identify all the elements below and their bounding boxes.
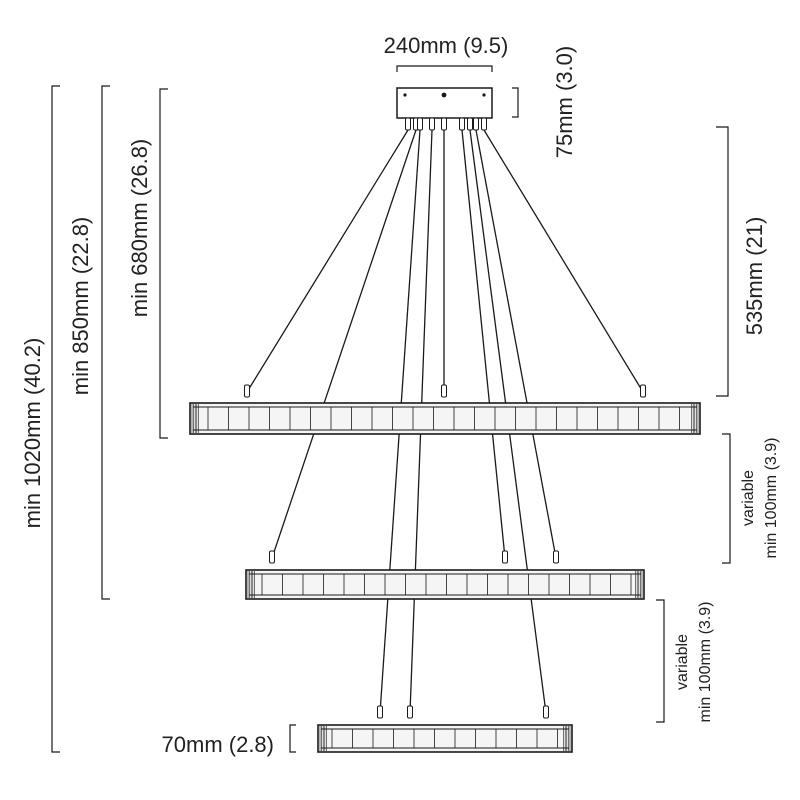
cable-gripper bbox=[405, 117, 411, 131]
dim-min-bottom-ring bbox=[51, 85, 60, 753]
cable-gripper bbox=[459, 117, 465, 131]
cable-clamp bbox=[377, 705, 383, 719]
dim-gap-middle-bottom bbox=[656, 599, 665, 723]
cable-gripper bbox=[467, 117, 473, 131]
cable-clamp bbox=[441, 384, 447, 398]
cable bbox=[483, 129, 644, 393]
cable-gripper bbox=[481, 117, 487, 131]
cable-clamp bbox=[407, 705, 413, 719]
label-gap-middle-bottom-line2: min 100mm (3.9) bbox=[697, 602, 714, 723]
cable-gripper bbox=[429, 117, 435, 131]
label-min-bottom-ring: min 1020mm (40.2) bbox=[20, 338, 45, 529]
label-min-top-ring: min 680mm (26.8) bbox=[127, 139, 152, 318]
middle-ring bbox=[245, 569, 645, 600]
cable bbox=[246, 129, 409, 393]
cable-clamp bbox=[244, 384, 250, 398]
cable-clamp bbox=[553, 550, 559, 564]
dim-min-top-ring bbox=[159, 88, 168, 439]
cable bbox=[475, 129, 557, 559]
dim-top-drop bbox=[716, 126, 729, 397]
dim-ring-height bbox=[289, 724, 296, 753]
label-canopy-height: 75mm (3.0) bbox=[552, 46, 577, 158]
cable-gripper bbox=[417, 117, 423, 131]
cable-gripper bbox=[473, 117, 479, 131]
dimension-labels: 240mm (9.5) 75mm (3.0) 535mm (21) variab… bbox=[20, 33, 780, 757]
cable-gripper bbox=[441, 117, 447, 131]
label-min-middle-ring: min 850mm (22.8) bbox=[68, 217, 93, 396]
cable-clamp bbox=[640, 384, 646, 398]
top-ring bbox=[189, 402, 701, 435]
ring-body bbox=[245, 569, 645, 600]
dim-canopy-width bbox=[396, 65, 493, 72]
dim-min-middle-ring bbox=[101, 85, 110, 600]
cable-clamp bbox=[502, 550, 508, 564]
label-canopy-width: 240mm (9.5) bbox=[384, 33, 509, 58]
label-gap-middle-bottom-line1: variable bbox=[674, 634, 691, 690]
cable-clamps bbox=[244, 384, 646, 719]
cable bbox=[461, 129, 506, 559]
cable bbox=[271, 129, 417, 559]
label-ring-height: 70mm (2.8) bbox=[162, 732, 274, 757]
dimension-lines bbox=[51, 65, 731, 753]
cable-clamp bbox=[269, 550, 275, 564]
bottom-ring bbox=[317, 724, 573, 753]
ring-body bbox=[317, 724, 573, 753]
label-gap-top-middle-line1: variable bbox=[740, 470, 757, 526]
label-top-drop: 535mm (21) bbox=[742, 217, 767, 336]
label-gap-top-middle-line2: min 100mm (3.9) bbox=[763, 438, 780, 559]
dim-canopy-height bbox=[512, 87, 519, 118]
dim-gap-top-middle bbox=[722, 433, 731, 564]
cable-clamp bbox=[543, 705, 549, 719]
ring-body bbox=[189, 402, 701, 435]
ceiling-canopy bbox=[396, 87, 493, 131]
